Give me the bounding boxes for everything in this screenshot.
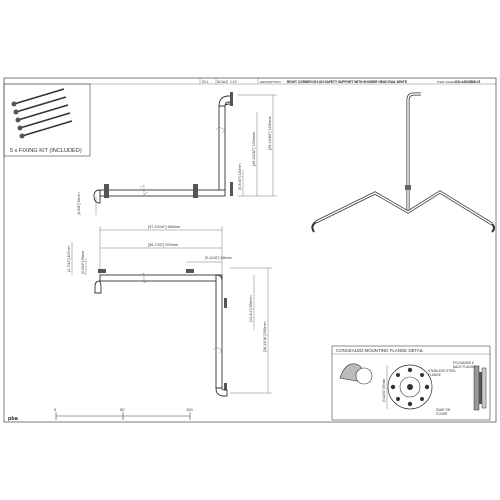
scale-label: SCALE [217, 80, 229, 84]
top-bracket-height: [5-9/16"] 140mm [238, 164, 242, 190]
scale-tick-50: 50 [120, 407, 125, 412]
brand-logo: pba [8, 416, 19, 422]
sheet-border [3, 77, 497, 423]
title-block: SCL SCALE 1:10 DESCRIPTION RIGHT CORNER … [4, 78, 496, 85]
description-label: DESCRIPTION [260, 80, 281, 84]
svg-text:COVER: COVER [436, 412, 448, 416]
item-code: 4CN-44S308ML01 [454, 80, 481, 84]
scale-tick-100: 100 [186, 407, 193, 412]
description-text: RIGHT CORNER NYLON SAFETY SUPPORT WITH S… [287, 80, 407, 84]
bottom-vertical-upper: [13-3/4"] 350mm [249, 296, 253, 322]
top-view-dimensions: [45-19/64"] 1150mm [40-23/32"] 1034mm [5… [77, 94, 277, 215]
bottom-flange-gap: [9-11/16"] 246mm [205, 256, 232, 260]
item-code-label: ITEM CODE [437, 80, 454, 84]
detail-steel-flange-label: STAINLESS STEEL [428, 369, 457, 373]
top-upper-height: [40-23/32"] 1034mm [252, 132, 256, 166]
detail-title: CONCEALED MOUNTING FLANGE DETAIL [336, 348, 424, 353]
svg-text:BACK FLANGE: BACK FLANGE [453, 365, 475, 369]
scale-bar: 0 50 100 [54, 407, 193, 420]
top-wall-offset: [3-5/8"] 92mm [77, 193, 81, 215]
svg-text:FLANGE: FLANGE [428, 373, 441, 377]
detail-snap-cover-label: SNAP ON [436, 408, 451, 412]
bottom-left-height: [2-3/16"] 55mm [81, 251, 85, 274]
scale-tick-0: 0 [54, 407, 57, 412]
bottom-inner-width: [36-7/32"] 920mm [148, 243, 178, 247]
flange-front-icon [387, 364, 433, 410]
flange-section-icon [339, 363, 373, 385]
detail-diameter: [3-11/32"] 85mm [382, 378, 386, 402]
bottom-left-offset: [4-7/32"] 107mm [67, 246, 71, 272]
perspective-view [311, 92, 495, 233]
sheet-field-1: SCL [202, 80, 209, 84]
bottom-overall-width: [37-13/16"] 960mm [148, 225, 180, 229]
fixing-kit-box: 5 x FIXING KIT (INCLUDED) [3, 83, 91, 157]
bottom-view-dimensions: [37-13/16"] 960mm [36-7/32"] 920mm [9-11… [67, 225, 272, 394]
flange-detail-box: CONCEALED MOUNTING FLANGE DETAIL [3-11/3… [331, 345, 491, 421]
top-overall-height: [45-19/64"] 1150mm [268, 116, 272, 150]
top-view-rail [93, 92, 233, 204]
flange-side-icon [473, 365, 487, 411]
fixing-kit-label: 5 x FIXING KIT (INCLUDED) [10, 148, 82, 154]
scale-value: 1:10 [230, 80, 237, 84]
screw-anchor-icon [13, 88, 73, 137]
bottom-view-rail [94, 269, 228, 397]
bottom-vertical-overall: [36-13/16"] 935mm [263, 322, 267, 352]
detail-flange-label: POLYAMIDE 6 [453, 361, 474, 365]
